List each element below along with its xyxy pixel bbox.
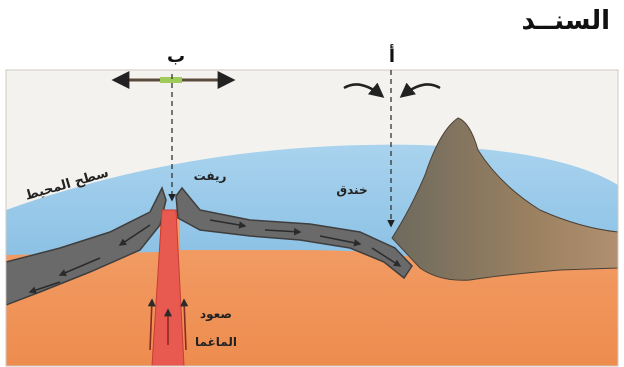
divergence-arrow-colorbar bbox=[160, 77, 182, 83]
marker-a: أ bbox=[389, 44, 395, 67]
marker-b: ب bbox=[167, 46, 185, 67]
label-rift: ريفت bbox=[194, 169, 227, 183]
label-trench: خندق bbox=[336, 183, 367, 197]
label-magma-line1: صعود bbox=[200, 307, 232, 322]
label-magma-line2: الماغما bbox=[195, 335, 237, 349]
